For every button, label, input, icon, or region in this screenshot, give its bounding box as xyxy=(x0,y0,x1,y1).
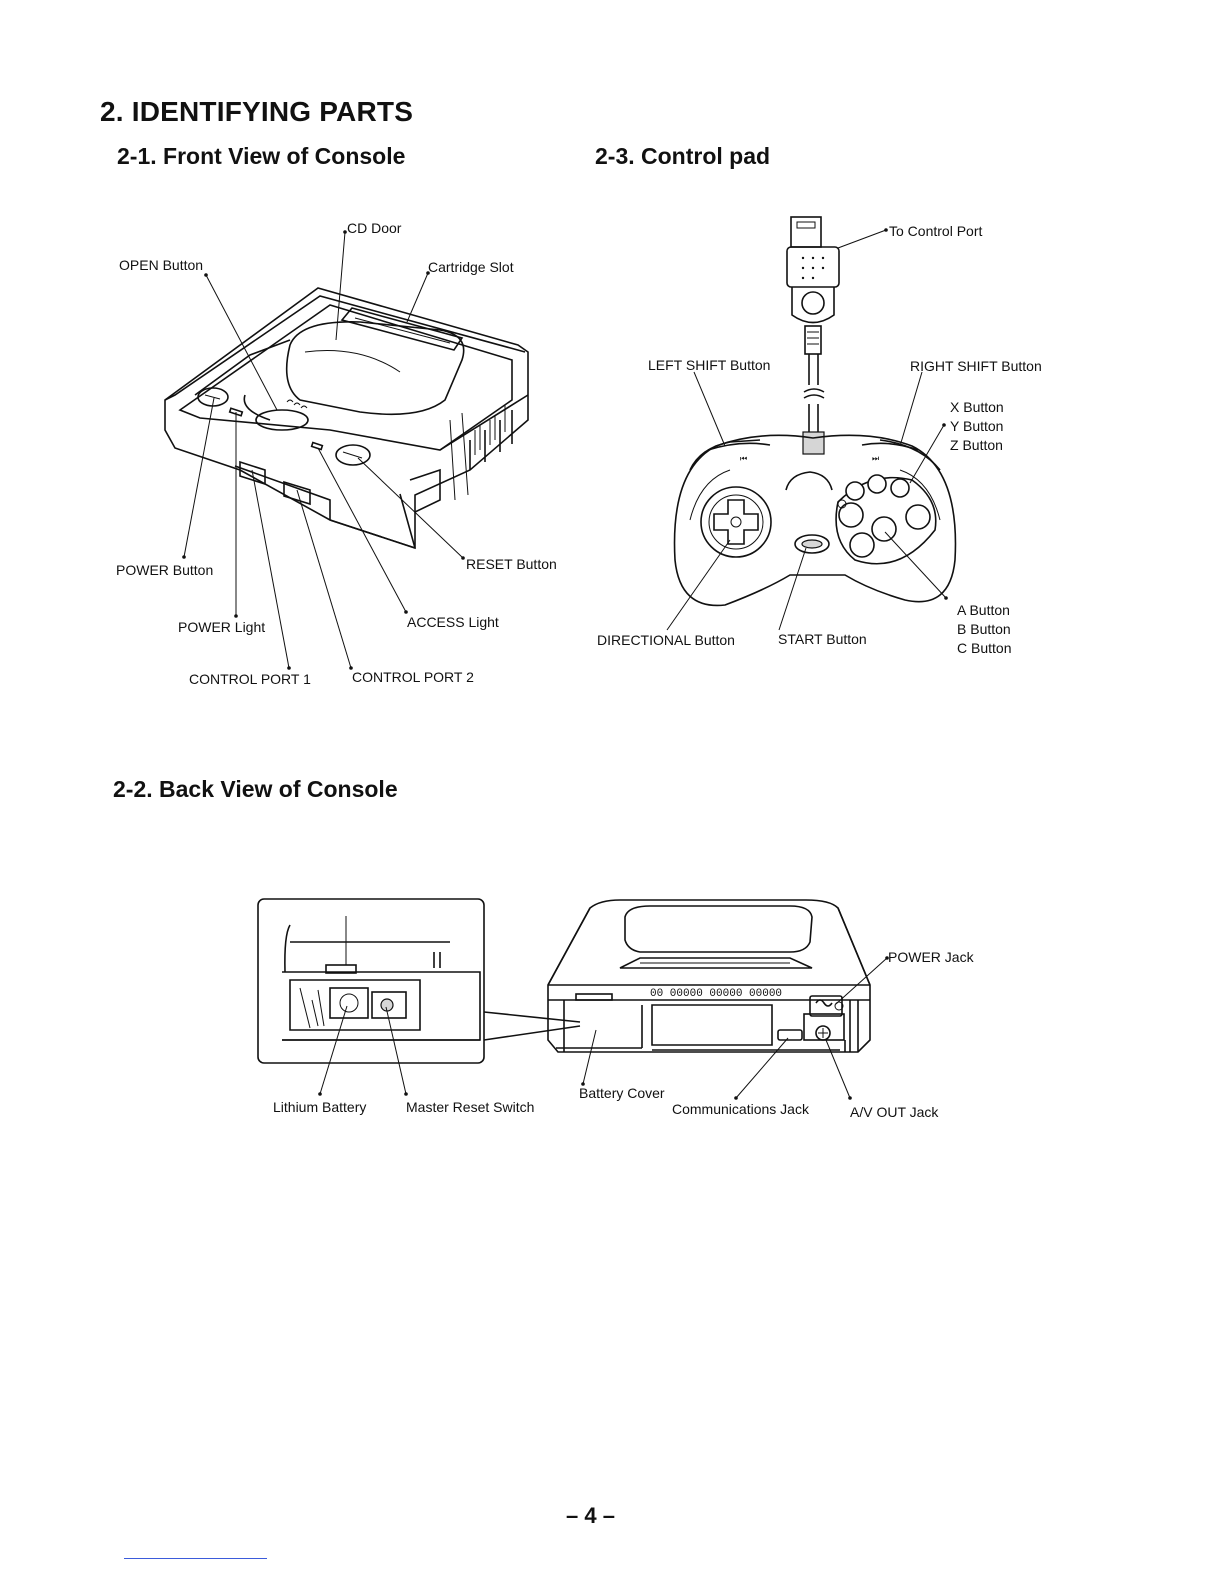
label-cd-door: CD Door xyxy=(347,220,402,236)
label-communications-jack: Communications Jack xyxy=(672,1101,809,1117)
label-b-button: B Button xyxy=(957,621,1011,637)
label-x-button: X Button xyxy=(950,399,1004,415)
label-c-button: C Button xyxy=(957,640,1012,656)
page-title: 2. IDENTIFYING PARTS xyxy=(100,96,414,127)
label-av-out-jack: A/V OUT Jack xyxy=(850,1104,939,1120)
front-leader-lines xyxy=(182,230,465,670)
label-master-reset-switch: Master Reset Switch xyxy=(406,1099,535,1115)
label-control-port-1: CONTROL PORT 1 xyxy=(189,671,311,687)
label-reset-button: RESET Button xyxy=(466,556,557,572)
label-control-port-2: CONTROL PORT 2 xyxy=(352,669,474,685)
label-power-jack: POWER Jack xyxy=(888,949,974,965)
label-access-light: ACCESS Light xyxy=(407,614,499,630)
label-to-control-port: To Control Port xyxy=(889,223,983,239)
svg-text:⏭: ⏭ xyxy=(872,454,879,463)
front-view-heading: 2-1. Front View of Console xyxy=(117,143,406,169)
label-power-button: POWER Button xyxy=(116,562,214,578)
svg-text:⏮: ⏮ xyxy=(740,454,747,463)
back-leader-lines xyxy=(318,956,889,1100)
battery-inset-drawing xyxy=(257,898,485,1064)
console-back-drawing: 00 00000 00000 00000 xyxy=(547,899,871,1053)
label-cartridge-slot: Cartridge Slot xyxy=(428,259,514,275)
label-start-button: START Button xyxy=(778,631,867,647)
label-lithium-battery: Lithium Battery xyxy=(273,1099,367,1115)
label-left-shift-button: LEFT SHIFT Button xyxy=(648,357,771,373)
control-pad-heading: 2-3. Control pad xyxy=(595,143,771,169)
label-power-light: POWER Light xyxy=(178,619,266,635)
label-a-button: A Button xyxy=(957,602,1010,618)
footer-rule xyxy=(124,1558,267,1559)
label-right-shift-button: RIGHT SHIFT Button xyxy=(910,358,1042,374)
page-number: – 4 – xyxy=(566,1503,615,1528)
back-view-heading: 2-2. Back View of Console xyxy=(113,776,398,802)
label-directional-button: DIRECTIONAL Button xyxy=(597,632,735,648)
svg-text:00 00000 00000 00000: 00 00000 00000 00000 xyxy=(650,988,782,1000)
label-z-button: Z Button xyxy=(950,437,1003,453)
label-open-button: OPEN Button xyxy=(119,257,204,273)
pad-leader-lines xyxy=(666,228,948,631)
label-y-button: Y Button xyxy=(950,418,1004,434)
console-front-drawing xyxy=(164,287,529,550)
control-pad-drawing: ⏮ ⏭ xyxy=(673,216,957,607)
label-battery-cover: Battery Cover xyxy=(579,1085,665,1101)
